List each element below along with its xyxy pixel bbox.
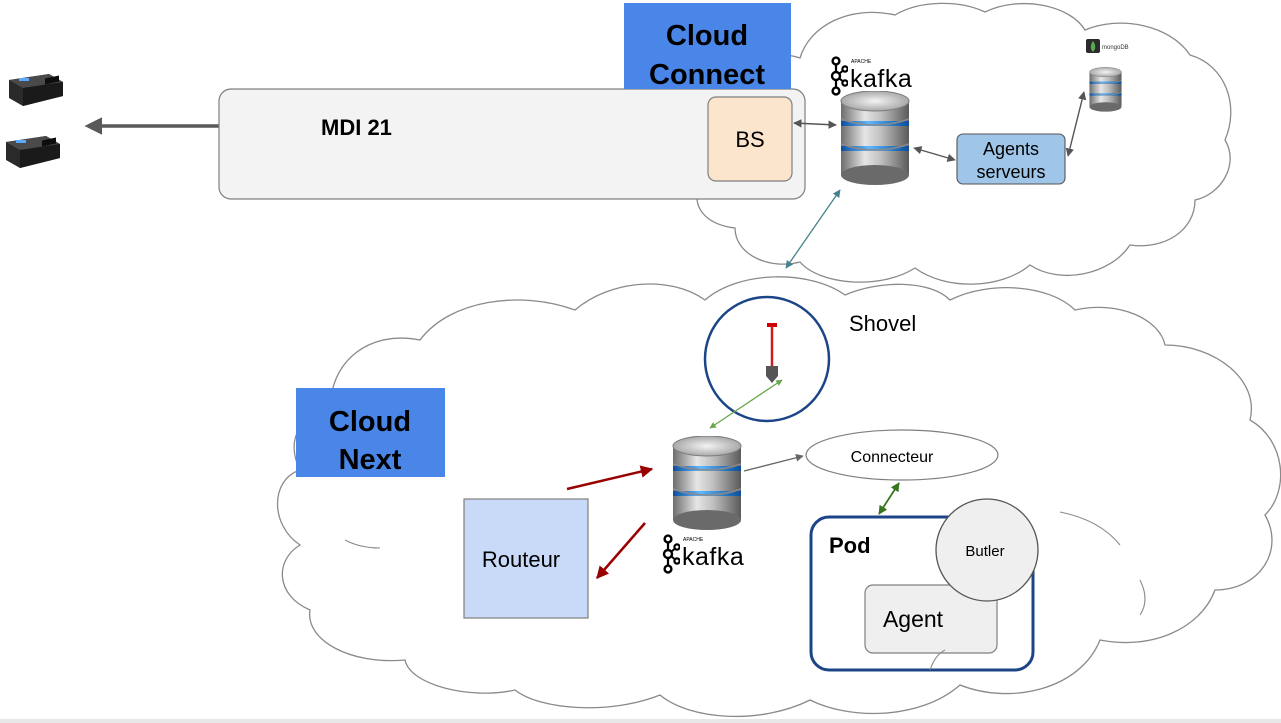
cloud-next-title-line2: Next: [339, 444, 402, 476]
butler-label: Butler: [965, 543, 1004, 560]
routeur-box[interactable]: [463, 498, 589, 619]
connecteur-label: Connecteur: [851, 449, 934, 466]
obd-dongle-2-icon: [6, 136, 60, 168]
cloud-next-title-line1: Cloud: [329, 406, 411, 438]
cloud-connect-title-box: [624, 3, 791, 89]
shovel-label: Shovel: [849, 311, 916, 336]
agents-mongodb-arrow: [1065, 91, 1087, 157]
cloud-connect-title-line2: Connect: [649, 59, 765, 91]
kafka-top-brand: APACHE: [851, 59, 872, 65]
cloud-connect-title-line1: Cloud: [666, 20, 748, 52]
agents-serveurs-box[interactable]: [956, 133, 1066, 185]
agents-serveurs-line1: Agents: [983, 139, 1039, 159]
shovel-kafka-arrow: [709, 379, 783, 429]
connecteur-pod-arrow: [878, 482, 900, 515]
obd-dongle-1-icon: [9, 74, 63, 106]
bs-box[interactable]: [707, 96, 793, 182]
kafka-agents-arrow: [913, 146, 956, 162]
shovel-icon: [766, 323, 778, 383]
shovel-circle[interactable]: [703, 295, 831, 423]
kafka-bottom-database-icon: [672, 436, 742, 531]
mdi21-label: MDI 21: [321, 115, 392, 140]
bs-label: BS: [735, 127, 764, 152]
butler-circle[interactable]: [935, 498, 1039, 602]
kafka-top-database-icon: [840, 91, 910, 186]
routeur-to-kafka-arrow: [566, 465, 654, 491]
bs-kafka-arrow: [793, 119, 837, 129]
mdi21-box[interactable]: [218, 88, 806, 200]
mongodb-database-icon: [1089, 67, 1122, 113]
routeur-label: Routeur: [482, 547, 560, 572]
mongodb-label: mongoDB: [1102, 45, 1129, 51]
pod-label: Pod: [829, 533, 871, 558]
kafka-top-label: kafka: [850, 65, 912, 93]
bottom-edge-bar: [0, 719, 1281, 723]
kafka-bottom-label: kafka: [682, 543, 744, 571]
mongodb-logo-icon: [1086, 39, 1100, 53]
kafka-to-routeur-arrow: [596, 522, 646, 579]
agent-box[interactable]: [864, 584, 998, 654]
connecteur-node[interactable]: [805, 429, 999, 481]
kafka-bottom-brand: APACHE: [683, 537, 704, 543]
agent-label: Agent: [883, 606, 944, 632]
agents-serveurs-line2: serveurs: [976, 162, 1045, 182]
cloud-next-title-box: [296, 388, 445, 477]
cloud-link-arrow: [785, 189, 841, 269]
kafka-connecteur-arrow: [743, 453, 804, 472]
